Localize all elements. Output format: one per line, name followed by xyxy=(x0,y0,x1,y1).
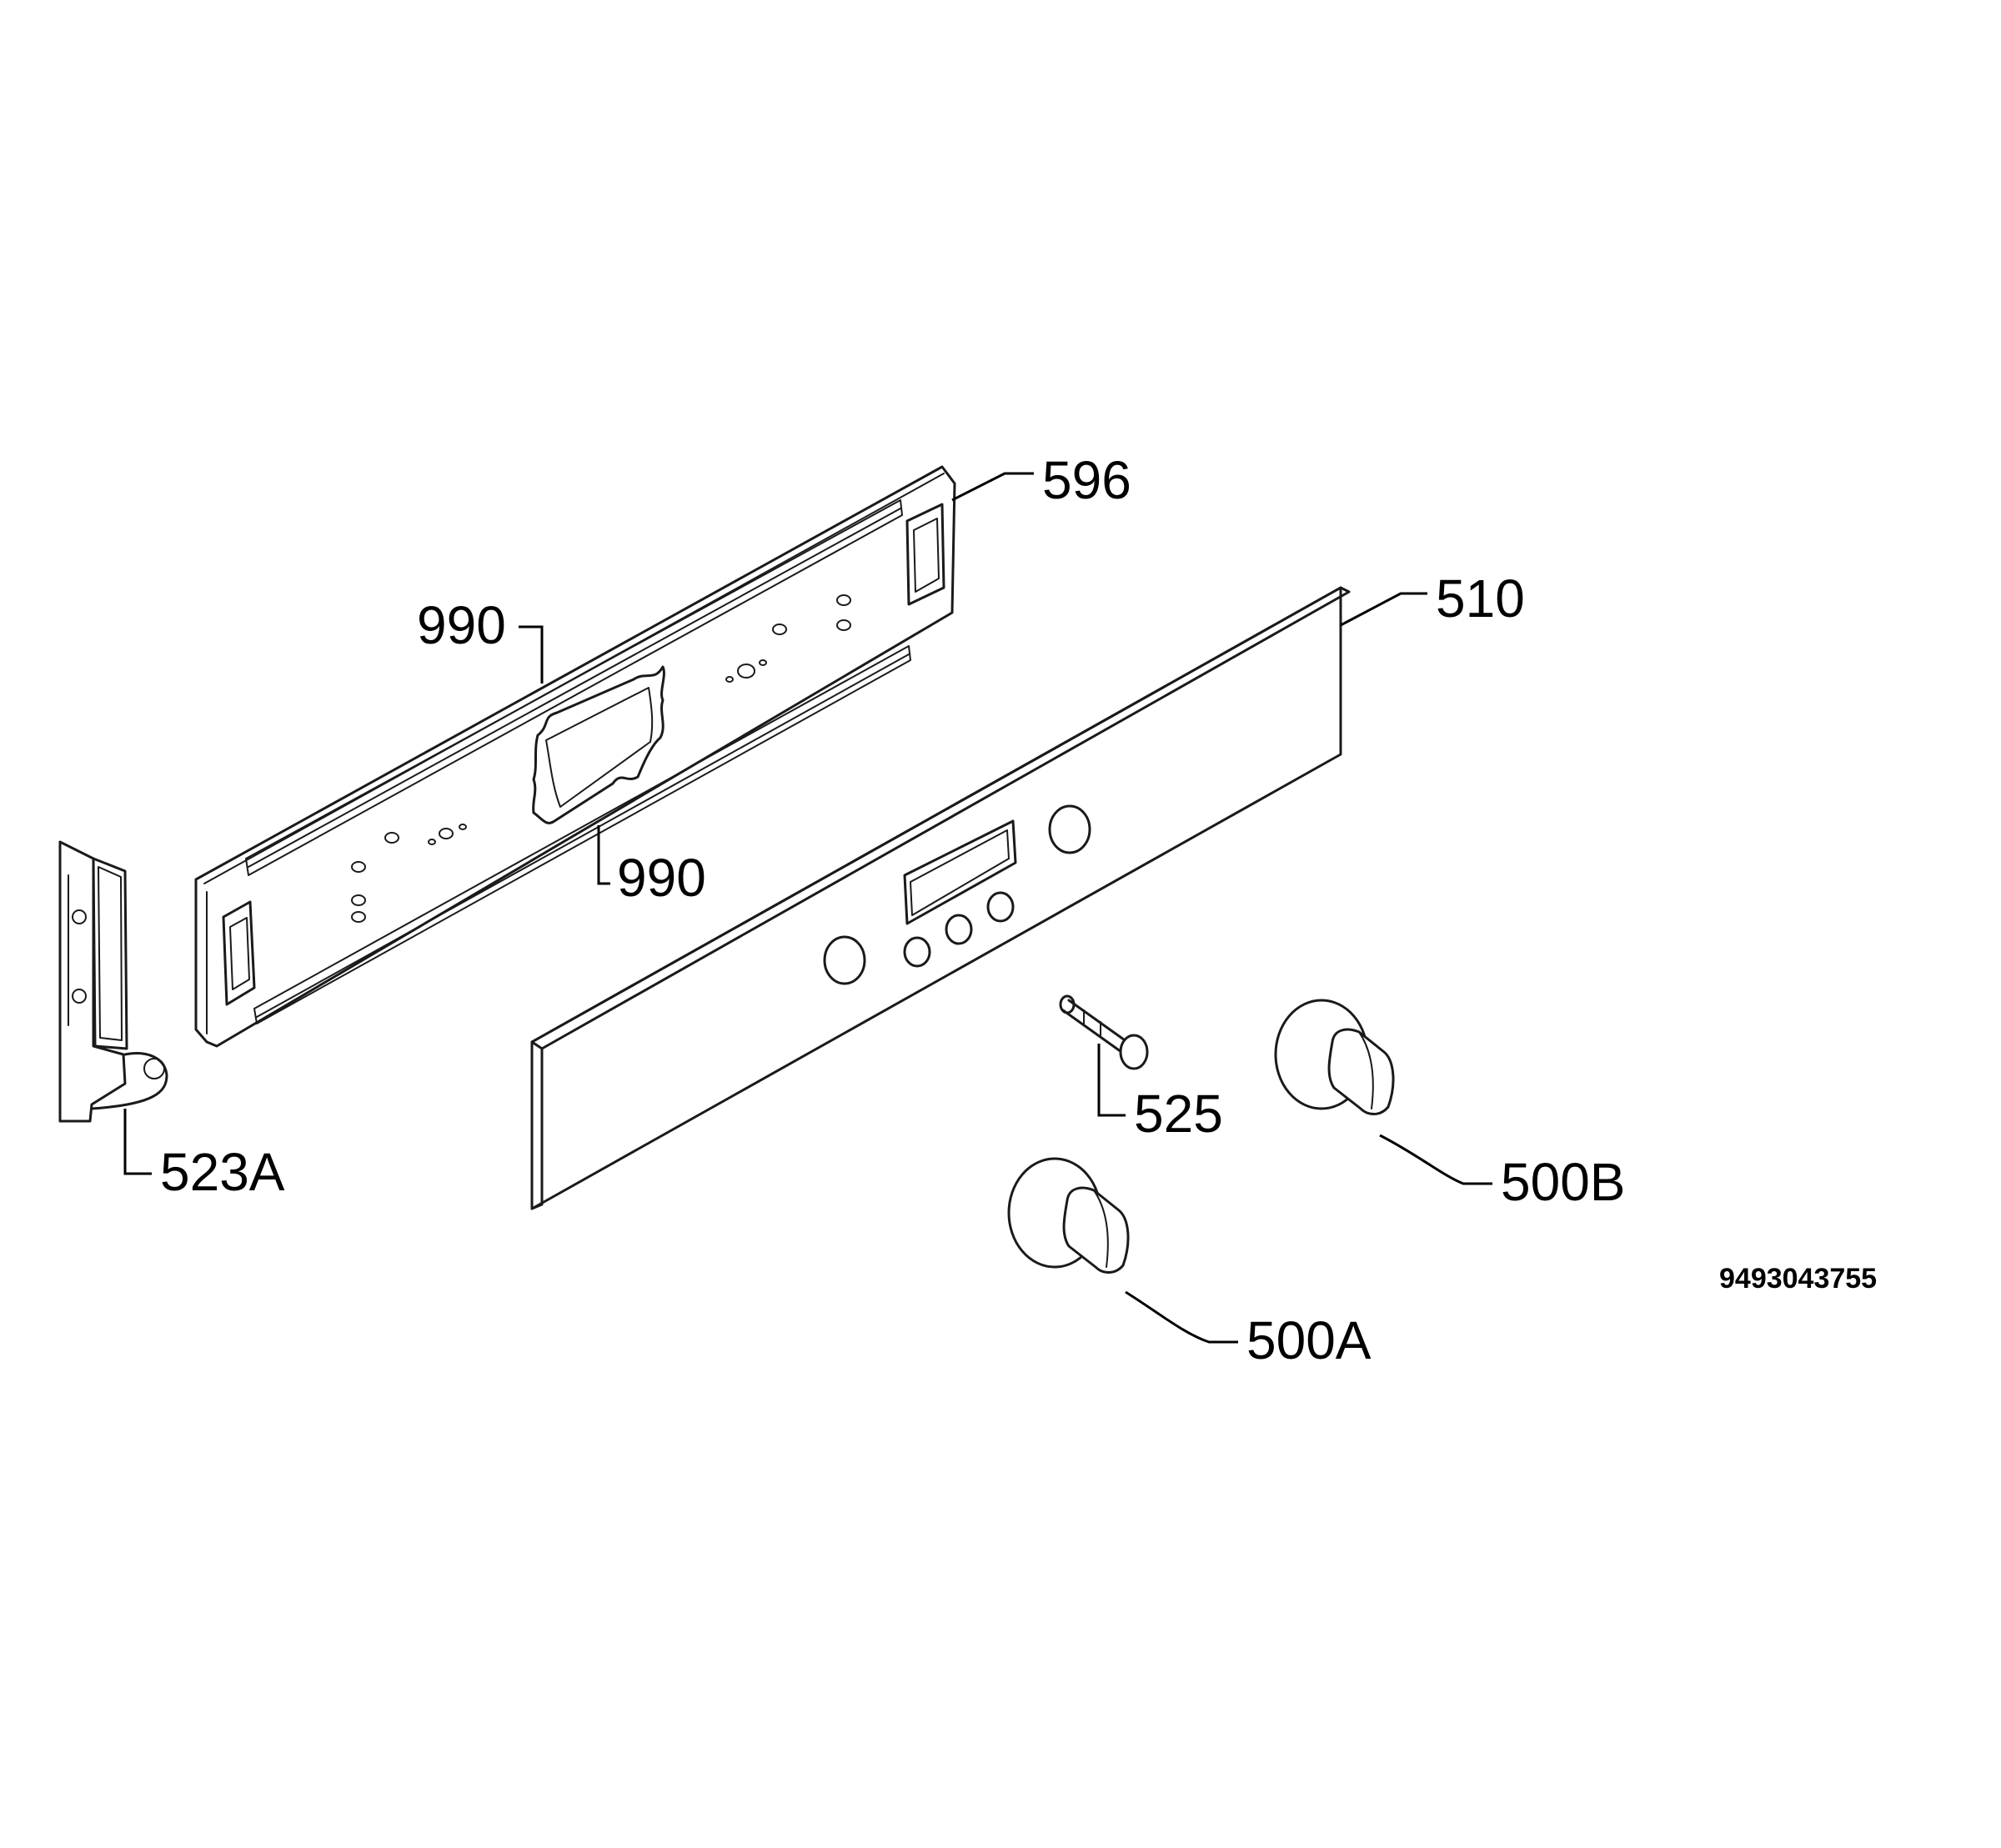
label-990-top: 990 xyxy=(417,595,506,655)
leader-523A xyxy=(123,1109,152,1175)
part-525-shaft xyxy=(1059,994,1149,1070)
leader-510 xyxy=(1340,592,1427,627)
part-990-gasket xyxy=(532,665,665,824)
leader-596 xyxy=(951,472,1034,502)
leader-990-bottom xyxy=(597,825,610,885)
label-525: 525 xyxy=(1134,1084,1223,1144)
label-596: 596 xyxy=(1042,450,1131,510)
label-990-bottom: 990 xyxy=(617,848,706,908)
leader-lines xyxy=(123,472,1492,1344)
part-500B-knob xyxy=(1274,999,1395,1115)
part-500A-knob xyxy=(1007,1157,1130,1274)
part-labels: 596 990 990 510 523A 525 500B 500A 94930… xyxy=(160,450,1877,1370)
leader-500A xyxy=(1125,1290,1238,1344)
part-523A-bracket xyxy=(58,840,168,1123)
drawing-code: 9493043755 xyxy=(1719,1263,1877,1295)
part-596-control-frame xyxy=(194,465,956,1048)
label-500A: 500A xyxy=(1246,1310,1372,1370)
label-510: 510 xyxy=(1436,568,1525,629)
leader-525 xyxy=(1097,1044,1126,1117)
leader-500B xyxy=(1379,1134,1492,1185)
part-510-front-panel xyxy=(530,586,1351,1210)
label-523A: 523A xyxy=(160,1142,285,1202)
label-500B: 500B xyxy=(1501,1152,1625,1212)
leader-990-top xyxy=(519,625,544,684)
